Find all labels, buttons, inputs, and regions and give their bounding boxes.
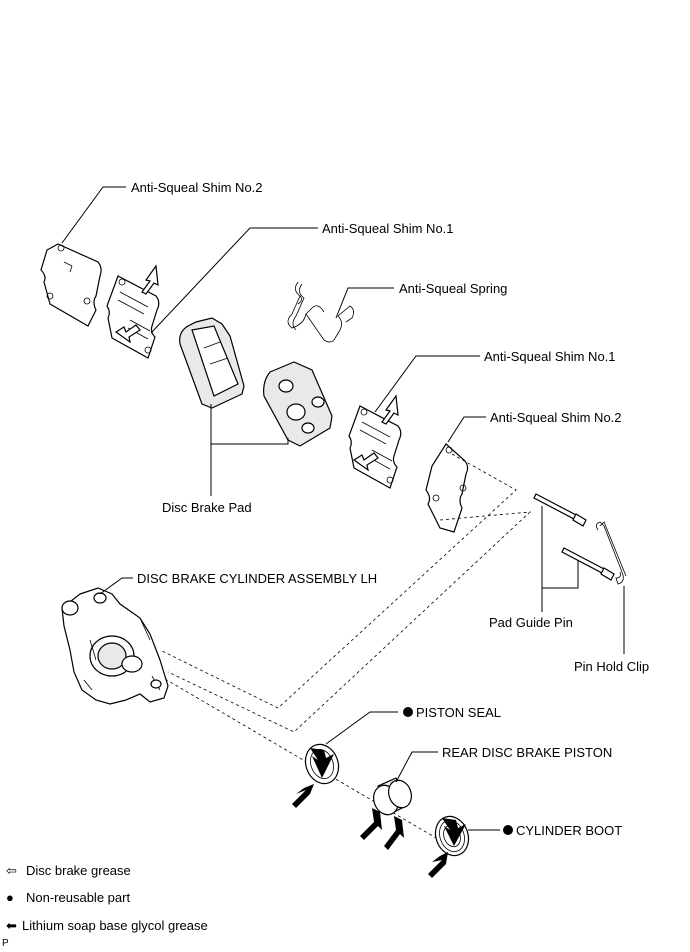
non-reusable-marker-piston-seal <box>403 707 413 717</box>
solid-arrow-icon: ⬅ <box>6 918 17 933</box>
lithium-grease-arrow-6 <box>428 852 448 878</box>
corner-mark: P <box>2 938 9 949</box>
anti-squeal-shim-no1-right <box>348 405 402 489</box>
legend-non-reusable: ● Non-reusable part <box>6 890 130 905</box>
leader-shim1-right <box>374 355 480 413</box>
leader-shim2-right <box>447 416 486 443</box>
label-piston-seal: PISTON SEAL <box>416 705 501 720</box>
anti-squeal-shim-no1-left <box>106 275 160 359</box>
leader-shim2-left <box>61 186 126 244</box>
disc-brake-grease-arrow-4 <box>352 452 379 472</box>
label-disc-brake-pad: Disc Brake Pad <box>162 500 252 515</box>
leader-piston-seal <box>325 711 398 745</box>
legend-disc-brake-grease: ⇦ Disc brake grease <box>6 863 131 878</box>
assembly-dashed-lines <box>159 453 532 853</box>
disc-brake-grease-arrow-3 <box>381 394 399 425</box>
rear-disc-brake-piston <box>373 777 412 816</box>
pad-guide-pin-upper <box>533 493 587 527</box>
disc-brake-grease-arrow-2 <box>114 324 141 344</box>
lithium-grease-arrow-5 <box>442 818 466 846</box>
label-shim1-top: Anti-Squeal Shim No.1 <box>322 221 454 236</box>
label-pin-hold-clip: Pin Hold Clip <box>574 659 649 674</box>
label-pad-guide-pin: Pad Guide Pin <box>489 615 573 630</box>
filled-circle-icon: ● <box>6 890 14 905</box>
legend-lithium-grease: ⬅ Lithium soap base glycol grease <box>6 918 208 933</box>
pad-guide-pin-lower <box>561 547 615 581</box>
anti-squeal-shim-no2-left <box>40 243 102 327</box>
leader-spring <box>335 287 394 319</box>
disc-brake-grease-arrow-1 <box>141 264 159 295</box>
label-shim2-right: Anti-Squeal Shim No.2 <box>490 410 622 425</box>
label-cylinder-boot: CYLINDER BOOT <box>516 823 622 838</box>
label-cylinder-assembly: DISC BRAKE CYLINDER ASSEMBLY LH <box>137 571 377 586</box>
leader-shim1-top <box>150 227 318 334</box>
leader-piston <box>395 751 438 783</box>
anti-squeal-shim-no2-right <box>425 443 469 533</box>
lithium-grease-arrow-3 <box>360 808 382 840</box>
label-shim2-left: Anti-Squeal Shim No.2 <box>131 180 263 195</box>
leader-pad-bracket <box>210 404 289 445</box>
disc-brake-pad-outer <box>263 361 333 447</box>
legend-disc-brake-grease-text: Disc brake grease <box>26 863 131 878</box>
lithium-grease-arrow-4 <box>384 816 404 850</box>
label-spring: Anti-Squeal Spring <box>399 281 507 296</box>
leader-pad-guide-pin-bracket <box>541 506 579 589</box>
pin-hold-clip <box>596 521 627 585</box>
label-piston: REAR DISC BRAKE PISTON <box>442 745 612 760</box>
hollow-arrow-icon: ⇦ <box>6 863 17 878</box>
legend-lithium-grease-text: Lithium soap base glycol grease <box>22 918 208 933</box>
lithium-grease-arrow-1 <box>310 748 334 778</box>
leader-cylinder-assembly <box>99 577 133 595</box>
disc-brake-cylinder-assembly <box>61 587 169 705</box>
anti-squeal-spring <box>287 281 354 343</box>
lithium-grease-arrow-2 <box>292 784 314 808</box>
non-reusable-marker-cylinder-boot <box>503 825 513 835</box>
label-shim1-right: Anti-Squeal Shim No.1 <box>484 349 616 364</box>
legend-non-reusable-text: Non-reusable part <box>26 890 131 905</box>
disc-brake-pad-inner <box>179 317 245 409</box>
